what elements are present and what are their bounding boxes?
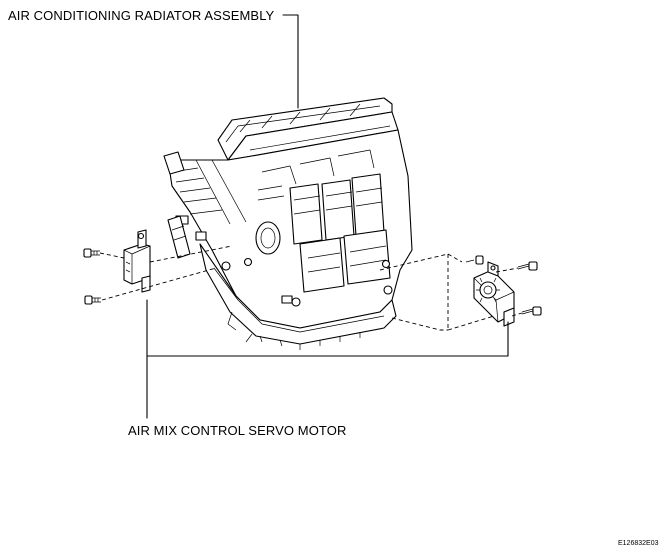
figure-code: E126832E03 bbox=[618, 540, 659, 547]
screw-right-lower bbox=[521, 306, 542, 316]
screw-right-top bbox=[465, 255, 484, 265]
assembly-lines-right bbox=[379, 253, 523, 331]
assembly-lines-left bbox=[99, 245, 233, 301]
leader-radiator bbox=[282, 14, 299, 109]
servo-motor-left bbox=[123, 229, 151, 293]
label-servo-motor: AIR MIX CONTROL SERVO MOTOR bbox=[128, 423, 347, 438]
screw-left-upper bbox=[83, 248, 100, 258]
servo-motor-right bbox=[473, 261, 515, 327]
screw-right-middle bbox=[517, 261, 538, 271]
screw-left-lower bbox=[84, 295, 101, 305]
heater-unit-assembly bbox=[163, 97, 413, 350]
label-radiator-assembly: AIR CONDITIONING RADIATOR ASSEMBLY bbox=[8, 8, 275, 23]
leader-servo-motor bbox=[146, 299, 509, 419]
